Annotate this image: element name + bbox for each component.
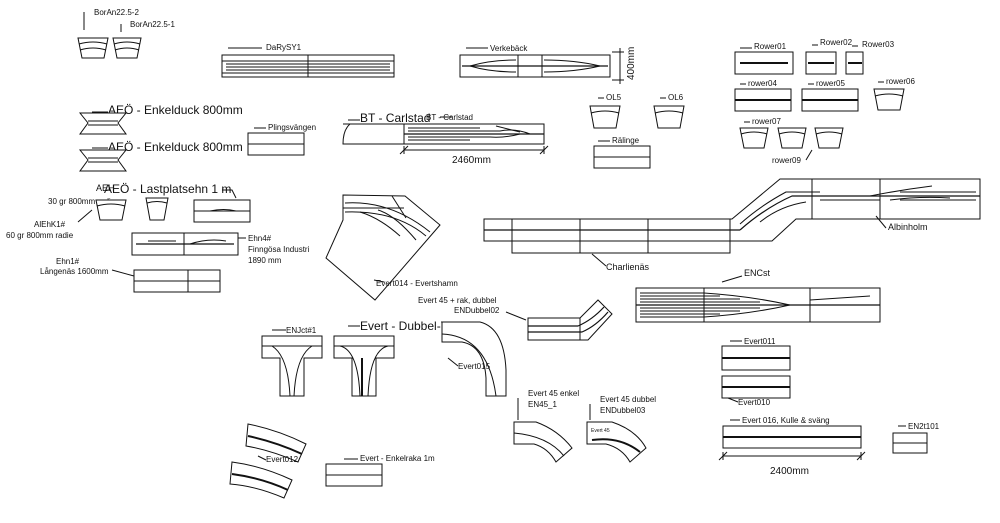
- aeh-label: AEH: [96, 183, 115, 193]
- langenas-label: Långenäs 1600mm: [40, 267, 109, 276]
- rower06-label: rower06: [886, 77, 915, 86]
- evert45-enkel-label: Evert 45 enkel: [528, 389, 579, 398]
- verkeback-label: Verkebäck: [490, 44, 528, 53]
- finngosa-label: Finngösa Industri: [248, 245, 310, 254]
- mm1890-label: 1890 mm: [248, 256, 282, 265]
- charlienas-label: Charlienäs: [606, 262, 650, 272]
- ehn4-label: Ehn4#: [248, 234, 272, 243]
- ehn4-finngosa-module[interactable]: Ehn4# Finngösa Industri 1890 mm: [131, 232, 310, 265]
- evert016-module[interactable]: Evert 016, Kulle & sväng 2400mm: [718, 416, 866, 477]
- rower02-label: Rower02: [820, 38, 853, 47]
- aehk1-label: AlEhK1#: [34, 220, 66, 229]
- radie30-label: 30 gr 800mm radie: [48, 197, 116, 206]
- evert-enkelraka-module[interactable]: Evert - Enkelraka 1m: [325, 454, 435, 487]
- rower07-module[interactable]: rower07: [739, 117, 844, 149]
- verkeback-module[interactable]: Verkebäck 400mm: [459, 44, 637, 84]
- evert45-rak-module[interactable]: Evert 45 + rak, dubbel ENDubbel02: [418, 296, 613, 341]
- en2t101-label: EN2t101: [908, 422, 940, 431]
- ol6-label: OL6: [668, 93, 684, 102]
- rower09-module[interactable]: rower09: [772, 149, 813, 165]
- evert014-module[interactable]: Evert014 - Evertshamn: [325, 194, 458, 301]
- boran22-5-2-label: BorAn22.5-2: [94, 8, 139, 17]
- ehn1-label: Ehn1#: [56, 257, 80, 266]
- endubbel02-label: ENDubbel02: [454, 306, 500, 315]
- enjct1-label: ENJct#1: [286, 326, 317, 335]
- evert-enkelraka-label: Evert - Enkelraka 1m: [360, 454, 435, 463]
- rower02-module[interactable]: Rower02: [805, 38, 853, 75]
- evert011-module[interactable]: Evert011: [721, 337, 791, 371]
- radie60-label: 60 gr 800mm radie: [6, 231, 74, 240]
- evert010-module[interactable]: Evert010: [721, 375, 791, 407]
- rower06-module[interactable]: rower06: [873, 77, 915, 111]
- evert014-label: Evert014 - Evertshamn: [376, 279, 458, 288]
- rower09-label: rower09: [772, 156, 801, 165]
- evert015-module[interactable]: Evert015: [441, 321, 507, 397]
- evert011-label: Evert011: [744, 337, 776, 346]
- rower04-module[interactable]: rower04: [734, 79, 792, 112]
- encst-module[interactable]: ENCst: [635, 268, 881, 323]
- plingsvangen-module[interactable]: Plingsvängen: [247, 123, 316, 156]
- rower04-label: rower04: [748, 79, 777, 88]
- en45-1-label: EN45_1: [528, 400, 557, 409]
- evert45-dubbel-module[interactable]: Evert 45 dubbel ENDubbel03 Evert 45: [586, 395, 656, 463]
- aeo-enkelduck-label-2: AEÖ - Enkelduck 800mm: [108, 140, 243, 154]
- rower05-label: rower05: [816, 79, 845, 88]
- en2t101-module[interactable]: EN2t101: [892, 422, 940, 454]
- aeo-enkelduck-module-2[interactable]: AEÖ - Enkelduck 800mm: [78, 140, 243, 172]
- albinholm-label: Albinholm: [888, 222, 928, 232]
- ol5-label: OL5: [606, 93, 622, 102]
- aeo-enkelduck-module-1[interactable]: AEÖ - Enkelduck 800mm: [78, 103, 243, 135]
- ol6-module[interactable]: OL6: [653, 93, 685, 129]
- rower01-label: Rower01: [754, 42, 787, 51]
- ehn1-langenas-module[interactable]: Ehn1# Långenäs 1600mm: [40, 257, 221, 293]
- rower03-module[interactable]: Rower03: [845, 40, 895, 75]
- rower03-label: Rower03: [862, 40, 895, 49]
- evert-dubbel-t-label: Evert - Dubbel-T: [360, 319, 449, 333]
- evert012-label: Evert012: [266, 455, 299, 464]
- evert45-inner-label: Evert 45: [591, 428, 610, 434]
- rower01-module[interactable]: Rower01: [734, 42, 794, 75]
- rower07-label: rower07: [752, 117, 781, 126]
- bt-carlstad-label-2: BT - Carlstad: [426, 113, 473, 122]
- dim-400mm-label: 400mm: [626, 47, 637, 80]
- boran22-5-1-module[interactable]: BorAn22.5-1: [112, 20, 175, 59]
- ralinge-module[interactable]: Rälinge: [593, 136, 651, 169]
- enjct1-module[interactable]: ENJct#1: [261, 326, 323, 397]
- darysy1-module[interactable]: DaRySY1: [221, 43, 395, 78]
- rower05-module[interactable]: rower05: [801, 79, 859, 112]
- evert016-label: Evert 016, Kulle & sväng: [742, 416, 830, 425]
- evert-dubbel-t-module[interactable]: Evert - Dubbel-T: [333, 319, 449, 397]
- boran22-5-2-module[interactable]: BorAn22.5-2: [77, 8, 139, 59]
- dim-2460mm-label: 2460mm: [452, 155, 491, 166]
- darysy1-label: DaRySY1: [266, 43, 302, 52]
- evert010-label: Evert010: [738, 398, 771, 407]
- encst-label: ENCst: [744, 268, 771, 278]
- evert012-module[interactable]: Evert012: [229, 423, 307, 499]
- evert45-enkel-module[interactable]: Evert 45 enkel EN45_1: [513, 389, 579, 463]
- evert015-label: Evert015: [458, 362, 491, 371]
- endubbel03-label: ENDubbel03: [600, 406, 646, 415]
- bt-carlstad-module[interactable]: BT - Carlstad BT - Carlstad 2460mm: [342, 111, 549, 166]
- ol5-module[interactable]: OL5: [589, 93, 622, 129]
- aeo-lastplats-module[interactable]: AEH AEÖ - Lastplatsehn 1 m 30 gr 800mm r…: [6, 182, 251, 240]
- ralinge-label: Rälinge: [612, 136, 640, 145]
- aeo-lastplats-label: AEÖ - Lastplatsehn 1 m: [104, 182, 231, 196]
- aeo-enkelduck-label-1: AEÖ - Enkelduck 800mm: [108, 103, 243, 117]
- bt-carlstad-label: BT - Carlstad: [360, 111, 430, 125]
- evert45-dubbel-label: Evert 45 dubbel: [600, 395, 656, 404]
- plingsvangen-label: Plingsvängen: [268, 123, 316, 132]
- dim-2400mm-label: 2400mm: [770, 466, 809, 477]
- evert45-rak-label: Evert 45 + rak, dubbel: [418, 296, 497, 305]
- charlienas-albinholm-module[interactable]: Charlienäs Albinholm: [483, 178, 981, 272]
- boran22-5-1-label: BorAn22.5-1: [130, 20, 175, 29]
